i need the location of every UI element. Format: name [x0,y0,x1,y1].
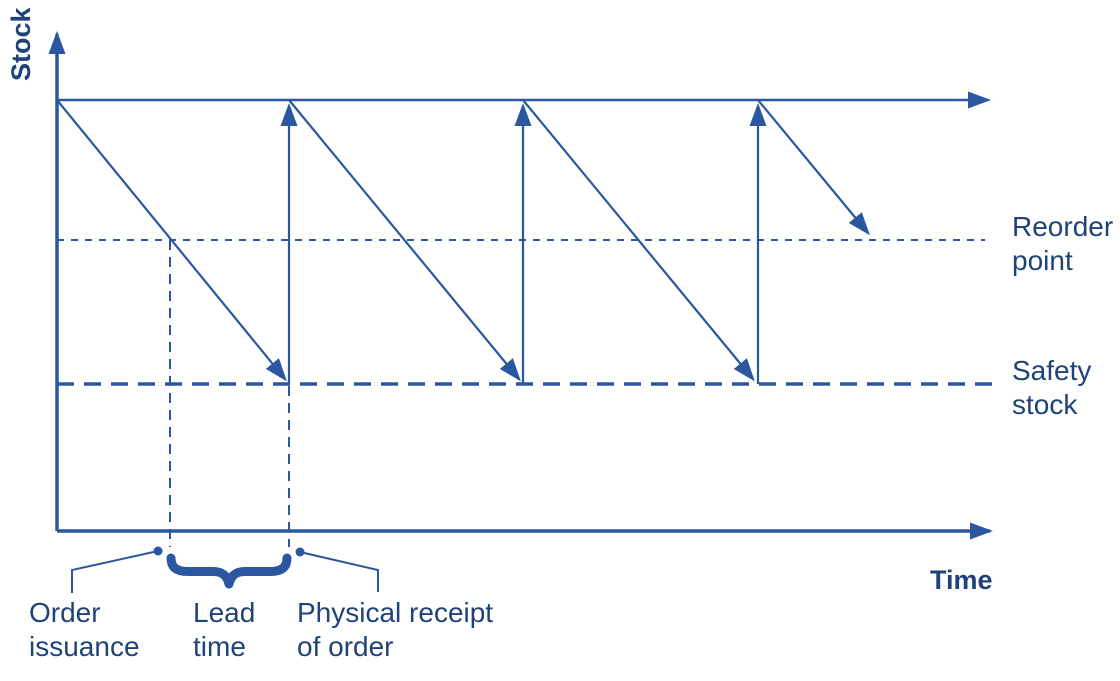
consumption-descent-2 [288,99,521,382]
physical-receipt-label-line2: of order [297,631,394,662]
order-issuance-label-line2: issuance [29,631,140,662]
physical-receipt-callout-line [299,551,379,592]
physical-receipt-label-line1: Physical receipt [297,597,493,628]
reorder-point-label-line2: point [1012,245,1073,276]
safety-stock-label-line1: Safety [1012,355,1091,386]
lead-time-label-line1: Lead [193,597,255,628]
lead-time-brace [166,553,292,589]
lead-time-label-line2: time [193,631,246,662]
consumption-descent-3 [522,99,755,382]
consumption-descent-1 [56,99,287,382]
x-axis-label: Time [930,565,993,595]
safety-stock-label-line2: stock [1012,389,1078,420]
order-issuance-label-line1: Order [29,597,101,628]
consumption-descent-4 [757,99,870,236]
order-issuance-callout-line [71,550,159,593]
y-axis-label: Stock [6,6,36,81]
reorder-point-label-line1: Reorder [1012,211,1113,242]
